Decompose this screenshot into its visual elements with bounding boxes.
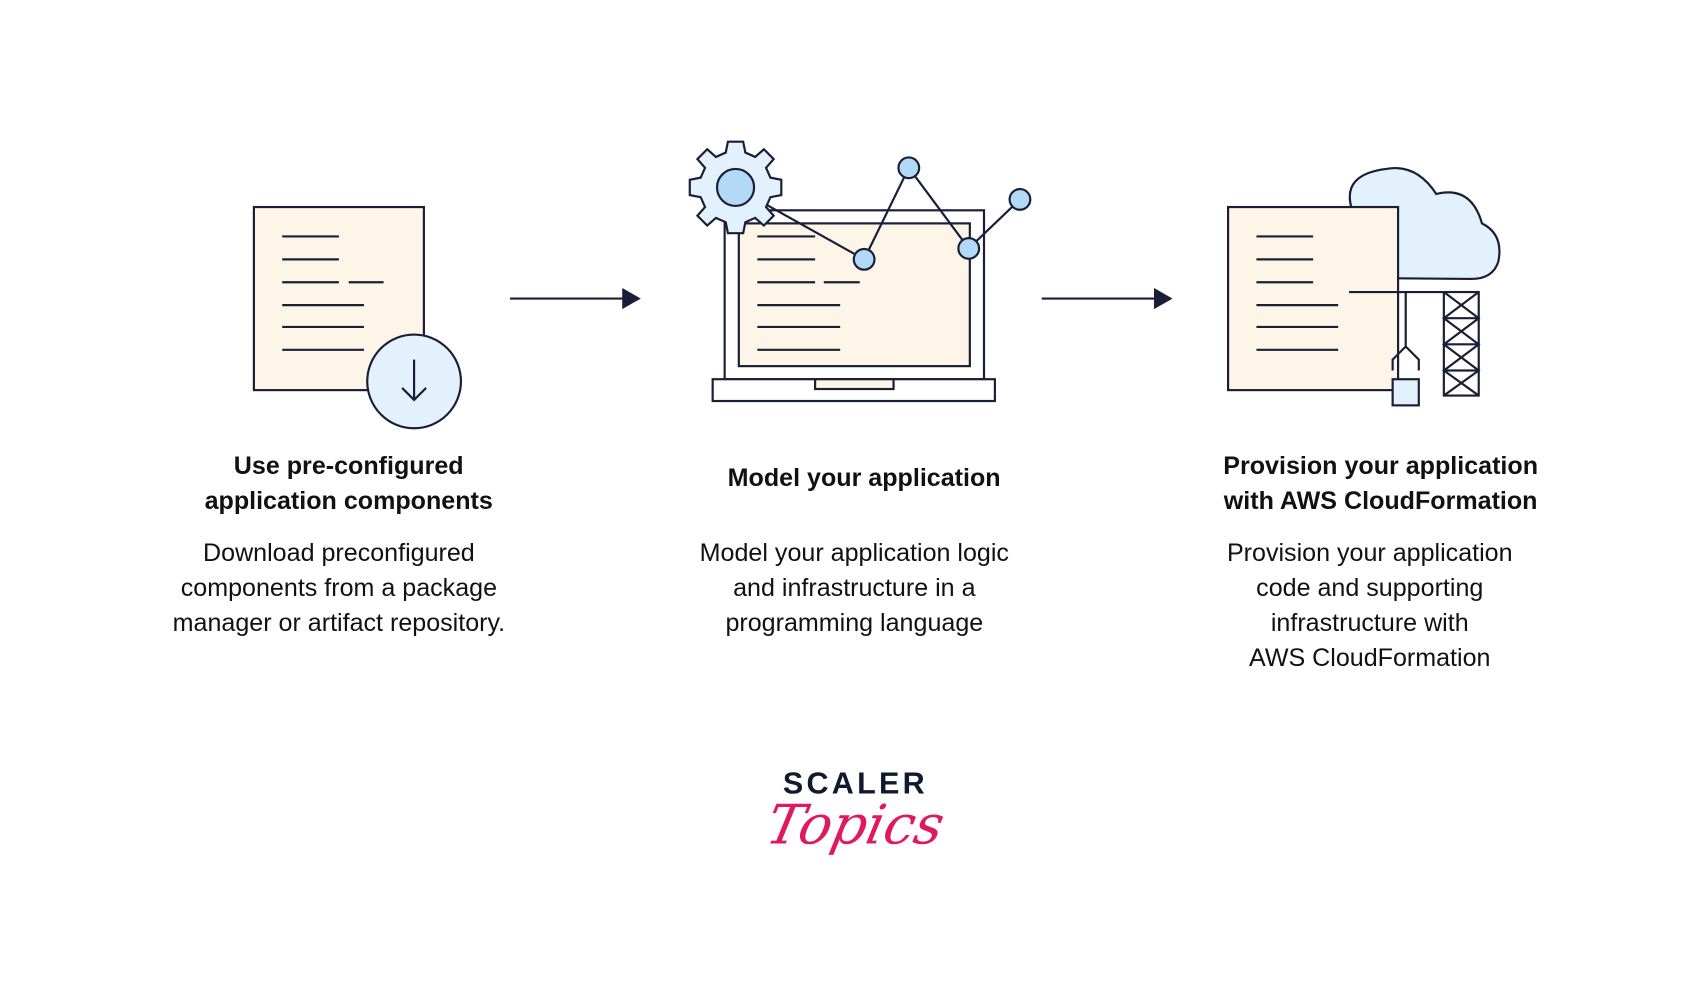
step-3-description: Provision your application code and supp… — [1227, 535, 1513, 674]
title-line: application components — [204, 486, 493, 515]
step-2-description: Model your application logic and infrast… — [700, 535, 1009, 640]
laptop-icon — [711, 209, 996, 403]
logo-scaler: SCALER — [782, 766, 928, 800]
title-line: Use pre-configured — [233, 451, 464, 480]
step-3-title: Provision your application with AWS Clou… — [1223, 448, 1538, 518]
title-line: Provision your application — [1223, 451, 1539, 480]
description-line: AWS CloudFormation — [1249, 642, 1491, 672]
description-line: Model your application logic — [699, 538, 1009, 567]
description-line: code and supporting — [1256, 573, 1484, 602]
document-icon — [252, 205, 425, 392]
arrow-right-icon — [1041, 287, 1173, 310]
description-line: components from a package — [180, 573, 498, 602]
title-line: Model your application — [727, 463, 1001, 492]
graph-network-icon — [735, 156, 1032, 271]
download-icon — [366, 333, 463, 430]
logo-topics: Topics — [760, 793, 950, 857]
description-line: Provision your application — [1226, 538, 1513, 567]
gear-icon — [688, 140, 783, 235]
description-line: and infrastructure in a — [733, 573, 976, 602]
description-line: Download preconfigured — [203, 538, 475, 567]
arrow-right-icon — [509, 287, 641, 310]
description-line: infrastructure with — [1270, 608, 1469, 637]
title-line: with AWS CloudFormation — [1223, 486, 1538, 515]
crane-icon — [1349, 290, 1481, 407]
description-line: manager or artifact repository. — [172, 608, 506, 637]
step-1-description: Download preconfigured components from a… — [173, 535, 505, 640]
document-icon — [1227, 205, 1400, 392]
description-line: programming language — [725, 608, 984, 637]
step-2-title: Model your application — [728, 460, 1001, 495]
step-1-title: Use pre-configured application component… — [205, 448, 493, 518]
